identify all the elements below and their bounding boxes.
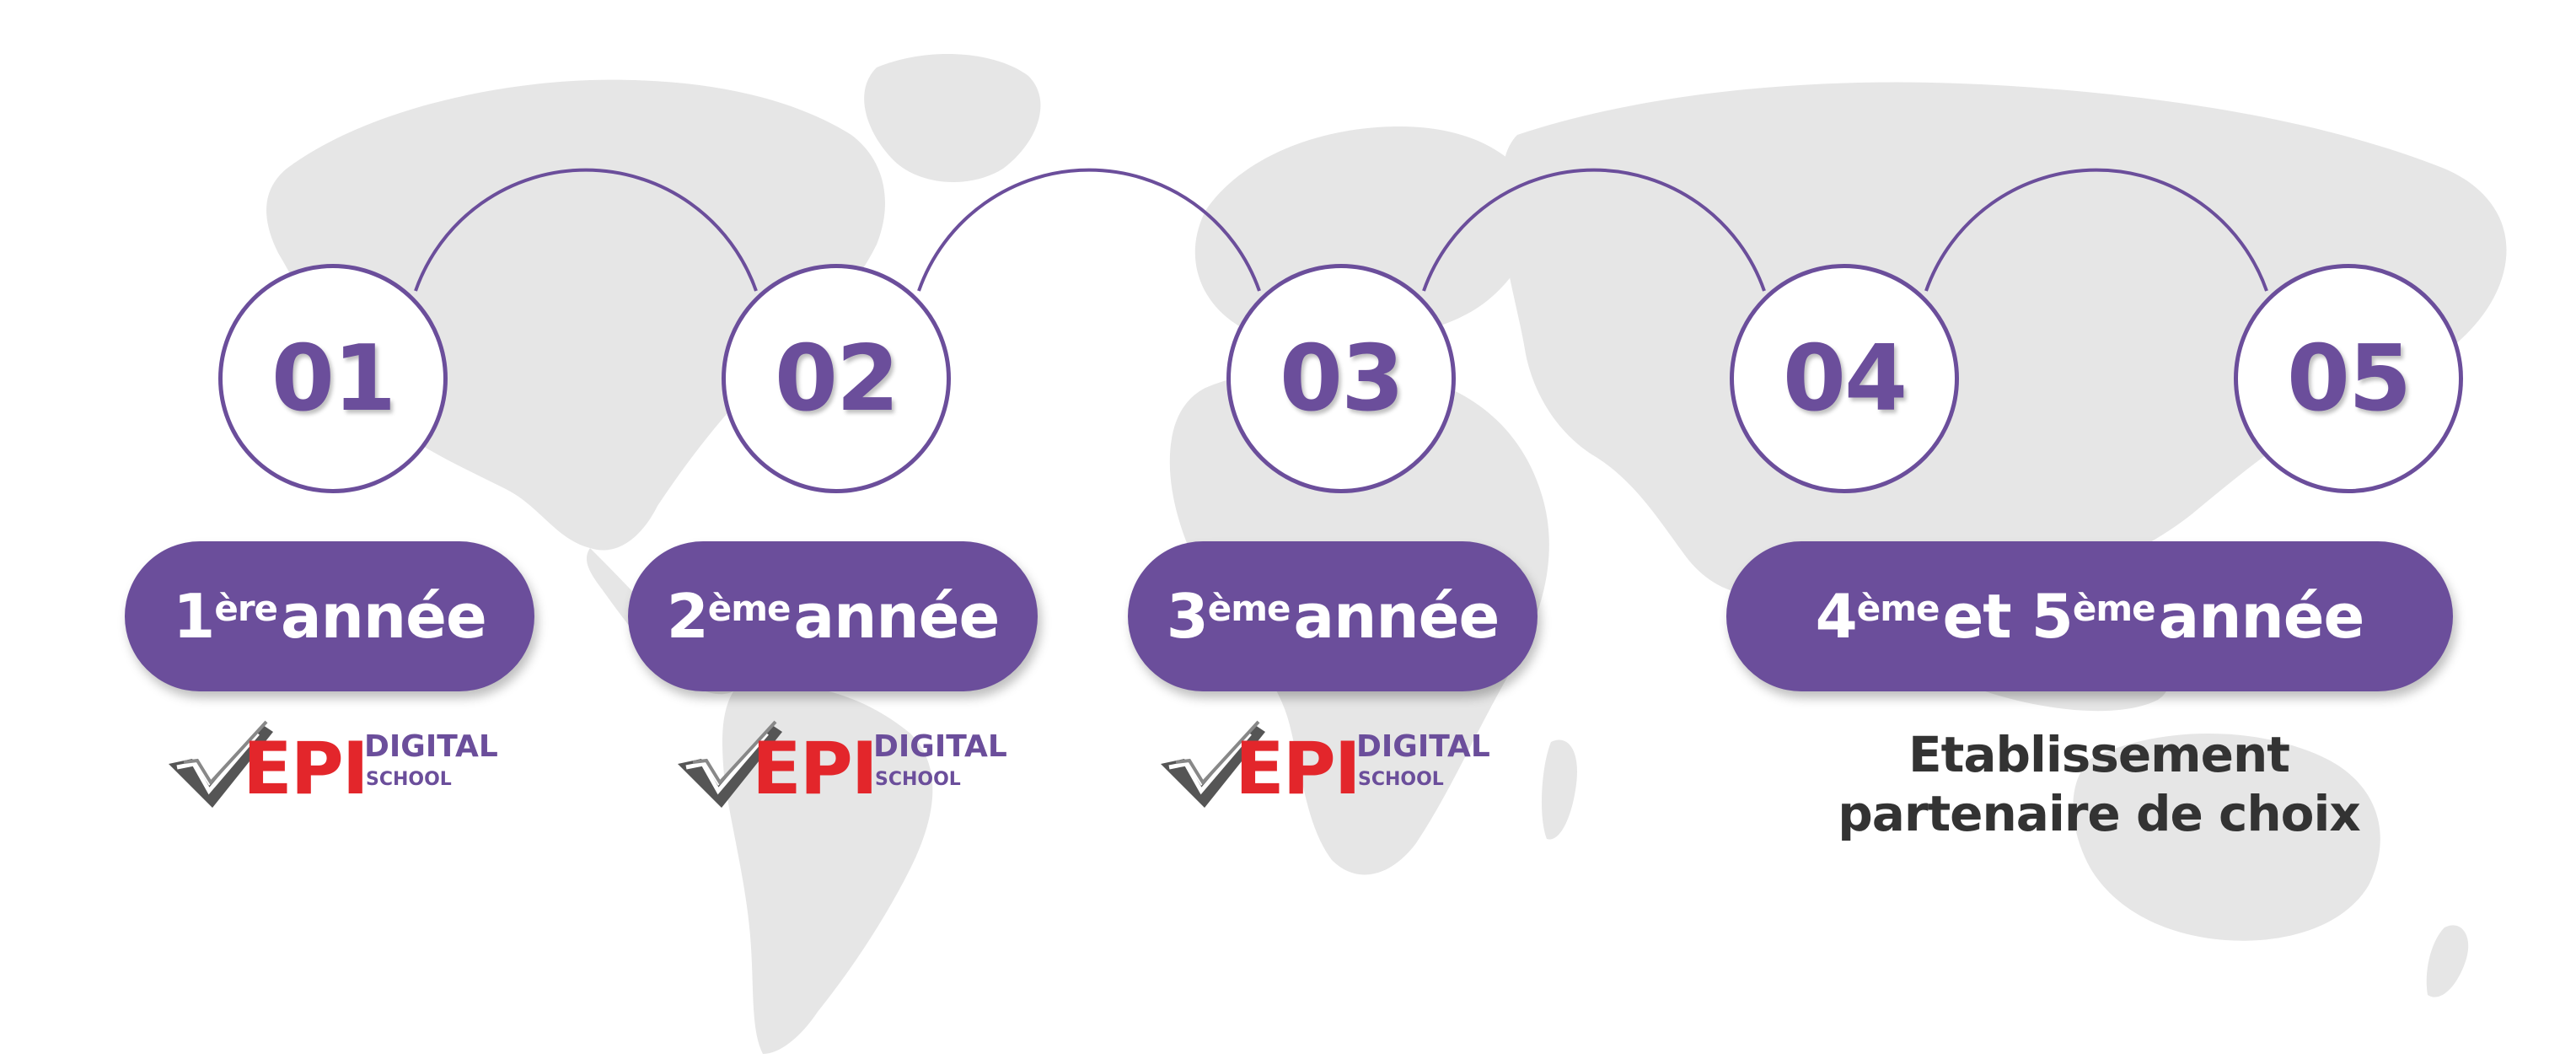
- year-suffix: ème: [2072, 587, 2156, 629]
- year-suffix: ère: [214, 587, 278, 629]
- step-circle-05: 05: [2234, 264, 2463, 493]
- checkmark-icon: [1161, 720, 1265, 808]
- year-word: année: [1293, 581, 1500, 652]
- checkmark-icon: [169, 720, 273, 808]
- partner-line-2: partenaire de choix: [1838, 785, 2361, 842]
- epi-digital-school-logo: EPI DIGITAL SCHOOL: [165, 720, 502, 821]
- year-word: année: [281, 581, 487, 652]
- logo-mark: EPI: [752, 727, 878, 811]
- logo-mark: EPI: [1235, 727, 1361, 811]
- year-suffix: ème: [1207, 587, 1291, 629]
- step-number: 02: [774, 325, 899, 432]
- step-number: 03: [1279, 325, 1404, 432]
- step-circle-01: 01: [218, 264, 448, 493]
- year-number: 4: [1815, 581, 1858, 652]
- partner-caption: Etablissement partenaire de choix: [1728, 725, 2470, 843]
- year-suffix: ème: [707, 587, 792, 629]
- map-australia: [2073, 734, 2380, 941]
- year-number: 3: [1166, 581, 1209, 652]
- map-greenland: [864, 53, 1041, 183]
- year-connector: et 5: [1942, 581, 2073, 652]
- partner-line-1: Etablissement: [1908, 726, 2290, 783]
- checkmark-icon: [678, 720, 782, 808]
- step-number: 05: [2286, 325, 2412, 432]
- logo-line1: DIGITAL: [873, 729, 1007, 764]
- step-number: 04: [1782, 325, 1908, 432]
- step-circle-04: 04: [1730, 264, 1959, 493]
- map-central-america: [586, 548, 733, 695]
- epi-digital-school-logo: EPI DIGITAL SCHOOL: [674, 720, 1012, 821]
- logo-line2: SCHOOL: [1358, 769, 1444, 790]
- map-madagascar: [1541, 739, 1577, 840]
- step-circle-02: 02: [722, 264, 951, 493]
- logo-line1: DIGITAL: [364, 729, 498, 764]
- step-circle-03: 03: [1226, 264, 1456, 493]
- logo-mark: EPI: [243, 727, 369, 811]
- map-new-zealand: [2426, 925, 2469, 997]
- step-number: 01: [271, 325, 396, 432]
- map-south-america: [722, 685, 933, 1054]
- logo-line1: DIGITAL: [1356, 729, 1490, 764]
- logo-line2: SCHOOL: [875, 769, 961, 790]
- year-suffix: ème: [1856, 587, 1940, 629]
- year-word: année: [793, 581, 1001, 652]
- year-number: 2: [666, 581, 709, 652]
- year-word: année: [2158, 581, 2365, 652]
- epi-digital-school-logo: EPI DIGITAL SCHOOL: [1157, 720, 1495, 821]
- logo-line2: SCHOOL: [366, 769, 452, 790]
- year-number: 1: [173, 581, 215, 652]
